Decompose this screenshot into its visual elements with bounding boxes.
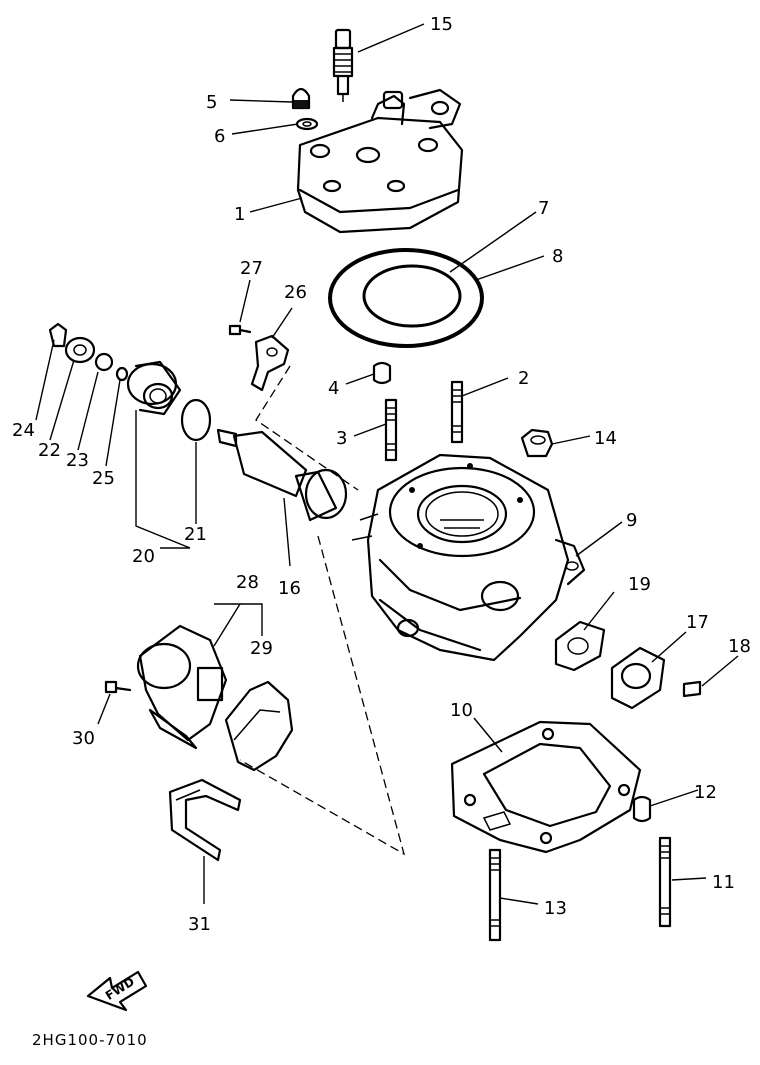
cylinder-head — [296, 88, 464, 234]
callout-6: 6 — [214, 126, 225, 147]
callout-29: 29 — [250, 638, 273, 659]
callout-8: 8 — [552, 246, 563, 267]
stud-bolt-short — [450, 380, 464, 444]
callout-21: 21 — [184, 524, 207, 545]
callout-25: 25 — [92, 468, 115, 489]
spark-plug — [332, 28, 354, 102]
plate — [48, 322, 68, 348]
cap-nut — [291, 87, 311, 110]
washer — [295, 117, 319, 131]
callout-14: 14 — [594, 428, 617, 449]
callout-30: 30 — [72, 728, 95, 749]
exhaust-joint — [216, 428, 348, 522]
callout-4: 4 — [328, 378, 339, 399]
water-pump-housing — [136, 624, 228, 750]
callout-12: 12 — [694, 782, 717, 803]
callout-26: 26 — [284, 282, 307, 303]
assembly-line-exhaust — [255, 365, 359, 491]
dowel-pin-base — [632, 795, 652, 823]
stud-bolt-base-left — [488, 848, 502, 942]
pulley-assembly — [126, 360, 182, 416]
cylinder-base-gasket — [450, 720, 642, 854]
callout-22: 22 — [38, 440, 61, 461]
stud-bolt-long — [384, 398, 398, 462]
callout-19: 19 — [628, 574, 651, 595]
bearing — [64, 336, 96, 364]
callout-18: 18 — [728, 636, 751, 657]
bracket — [250, 334, 290, 392]
water-pump-bolt — [104, 680, 132, 694]
o-ring-small — [115, 366, 129, 382]
callout-28: 28 — [236, 572, 259, 593]
outlet-gasket — [554, 620, 606, 672]
bracket-bolt — [228, 324, 252, 336]
dowel-pin — [372, 361, 392, 385]
outlet-bolt — [682, 680, 702, 698]
assembly-line-base — [239, 535, 406, 856]
clamp — [168, 778, 242, 862]
callout-23: 23 — [66, 450, 89, 471]
callout-31: 31 — [188, 914, 211, 935]
callout-20: 20 — [132, 546, 155, 567]
flange-nut — [520, 428, 554, 458]
callout-13: 13 — [544, 898, 567, 919]
callout-17: 17 — [686, 612, 709, 633]
drawing-code: 2HG100-7010 — [32, 1031, 148, 1049]
outlet-fitting — [610, 646, 666, 710]
callout-10: 10 — [450, 700, 473, 721]
head-o-ring-inner — [362, 264, 462, 328]
callout-2: 2 — [518, 368, 529, 389]
head-o-ring-outer — [328, 248, 484, 348]
cylinder — [351, 453, 586, 662]
collar — [94, 352, 114, 372]
water-pump-gasket — [224, 680, 294, 772]
callout-3: 3 — [336, 428, 347, 449]
leader-lines — [35, 23, 739, 905]
callout-15: 15 — [430, 14, 453, 35]
callout-27: 27 — [240, 258, 263, 279]
o-ring-large — [180, 398, 212, 442]
callout-1: 1 — [234, 204, 245, 225]
callout-labels: 1 2 3 4 5 6 7 8 9 10 11 12 13 14 15 16 1… — [12, 14, 751, 935]
callout-7: 7 — [538, 198, 549, 219]
callout-11: 11 — [712, 872, 735, 893]
fwd-arrow-icon: FWD — [86, 970, 148, 1012]
callout-5: 5 — [206, 92, 217, 113]
callout-16: 16 — [278, 578, 301, 599]
stud-bolt-base-right — [658, 836, 672, 928]
callout-9: 9 — [626, 510, 637, 531]
callout-24: 24 — [12, 420, 35, 441]
